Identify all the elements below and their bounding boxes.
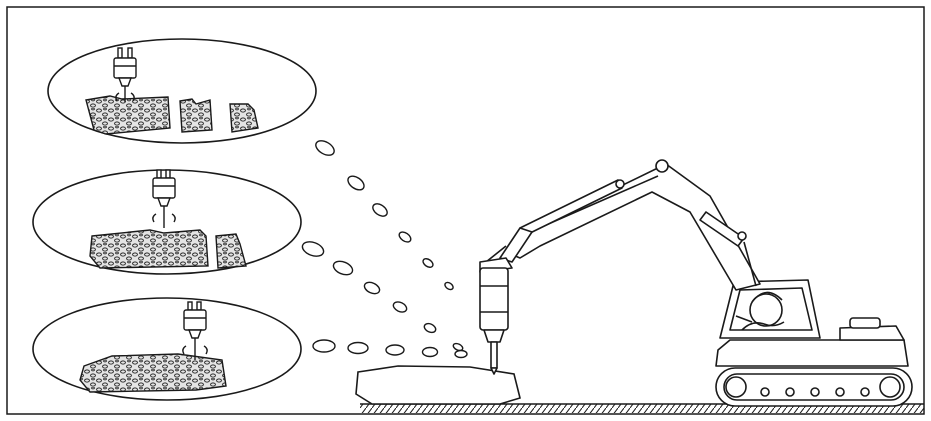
hydraulic-breaker bbox=[479, 257, 513, 375]
rock-pieces bbox=[79, 353, 227, 393]
boom-cylinder bbox=[699, 211, 745, 247]
excavator bbox=[479, 159, 913, 407]
operator-cab bbox=[719, 279, 821, 339]
figure-border bbox=[6, 6, 925, 415]
detail-callout-3 bbox=[32, 297, 302, 401]
detail-callout-2 bbox=[32, 169, 302, 275]
breaker-tool bbox=[182, 301, 208, 360]
zoom-trail-2 bbox=[301, 241, 464, 352]
detail-callout-1 bbox=[47, 38, 317, 144]
engine-cover bbox=[849, 317, 881, 329]
zoom-trail-3 bbox=[312, 339, 468, 359]
boom bbox=[505, 163, 761, 291]
operator-head bbox=[749, 293, 783, 327]
rock-pieces bbox=[89, 229, 247, 269]
crawler-track bbox=[715, 367, 913, 407]
breaker-tool bbox=[113, 47, 137, 102]
breaker-tool bbox=[152, 169, 176, 228]
rock-pieces bbox=[85, 95, 259, 135]
upper-structure bbox=[715, 339, 909, 367]
main-rock bbox=[355, 365, 521, 405]
zoom-trail-1 bbox=[315, 140, 454, 291]
